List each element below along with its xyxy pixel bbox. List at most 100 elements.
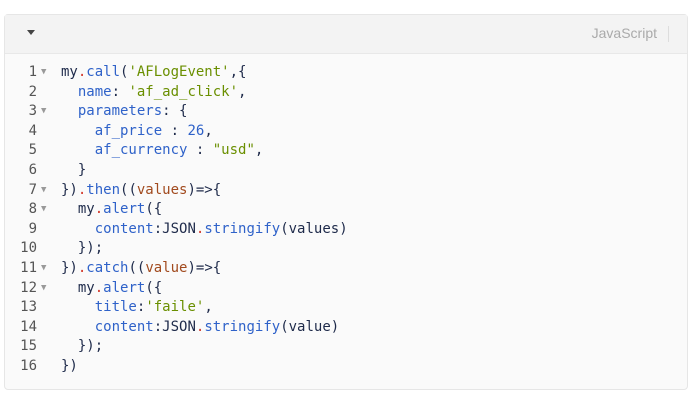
code-token (61, 142, 95, 158)
code-token: 'faile' (145, 299, 205, 316)
code-token: , (204, 299, 213, 316)
code-token (61, 319, 95, 335)
code-token: }); (61, 240, 104, 257)
code-token: )=>{ (187, 181, 222, 198)
code-token: alert (103, 201, 146, 218)
code-editor[interactable]: 1▼my.call('AFLogEvent',{2 name: 'af_ad_c… (5, 63, 348, 377)
code-token: catch (86, 259, 129, 276)
code-line: 4 af_price : 26, (5, 122, 348, 142)
line-number: 11 (20, 259, 37, 276)
code-token (61, 299, 95, 315)
fold-arrow-icon[interactable]: ▼ (41, 106, 47, 117)
line-number: 10 (20, 240, 37, 257)
code-token: my (61, 201, 95, 218)
fold-arrow-icon[interactable]: ▼ (41, 282, 47, 293)
code-text: my.alert({ (61, 200, 162, 220)
code-token: parameters (77, 103, 163, 120)
code-token: value (145, 259, 188, 276)
code-token: , (254, 142, 264, 159)
code-token: :JSON (153, 318, 196, 335)
code-token: name (77, 83, 112, 100)
code-token: , (238, 83, 247, 100)
line-number: 2 (28, 83, 37, 100)
code-token: } (61, 161, 87, 178)
code-token: : { (162, 103, 188, 120)
code-text: }).catch((value)=>{ (61, 259, 221, 279)
line-number: 3 (28, 103, 37, 120)
code-token (61, 103, 78, 119)
fold-arrow-icon[interactable]: ▼ (41, 184, 47, 195)
code-line: 11 ▼ }).catch((value)=>{ (5, 259, 348, 279)
code-token: call (86, 64, 121, 80)
code-token: (value) (280, 318, 340, 335)
code-token: ( (120, 64, 129, 80)
line-number: 15 (20, 338, 37, 355)
code-token: . (77, 181, 87, 198)
line-number: 8 (28, 201, 37, 218)
code-token: . (77, 64, 87, 80)
code-token: af_price (94, 122, 163, 139)
language-label: JavaScript (591, 25, 657, 41)
code-text: content:JSON.stringify(value) (61, 318, 339, 338)
code-token: my (61, 64, 78, 80)
line-number: 6 (28, 161, 37, 178)
code-token: }) (61, 259, 78, 276)
fold-arrow-icon[interactable]: ▼ (41, 262, 47, 273)
code-token: 'af_ad_click' (128, 83, 239, 100)
code-block-header: JavaScript (5, 15, 687, 54)
code-token: : (187, 142, 213, 159)
fold-arrow-icon[interactable]: ▼ (41, 67, 47, 77)
code-token: alert (103, 279, 146, 296)
line-number: 1 (28, 64, 37, 80)
code-token (61, 84, 78, 100)
line-number: 13 (20, 299, 37, 316)
code-text: my.alert({ (61, 279, 162, 299)
code-text: }).then((values)=>{ (61, 181, 221, 201)
line-number: 9 (28, 220, 37, 237)
line-number: 14 (20, 318, 37, 335)
line-number: 7 (28, 181, 37, 198)
code-token: }); (61, 338, 104, 355)
code-line: 3 ▼ parameters: { (5, 102, 348, 122)
code-token: values (136, 181, 188, 198)
line-number: 12 (20, 279, 37, 296)
code-line: 5 af_currency : "usd", (5, 141, 348, 161)
code-line: 8 ▼ my.alert({ (5, 200, 348, 220)
code-text: name: 'af_ad_click', (61, 83, 247, 103)
code-token: : (136, 299, 146, 316)
code-token: content (94, 220, 154, 237)
line-number: 5 (28, 142, 37, 159)
code-token: stringify (204, 220, 281, 237)
code-token: . (94, 201, 104, 218)
code-text: } (61, 161, 86, 181)
code-token: ,{ (229, 64, 247, 80)
code-token: (( (120, 181, 137, 198)
code-token: stringify (204, 318, 281, 335)
code-line: 10 }); (5, 239, 348, 259)
code-token: , (204, 122, 213, 139)
code-text: }); (61, 337, 103, 357)
code-line: 9 content:JSON.stringify(values) (5, 220, 348, 240)
code-token (61, 123, 95, 139)
caret-down-icon[interactable] (27, 30, 35, 35)
code-text: my.call('AFLogEvent',{ (61, 63, 246, 83)
code-line: 6 } (5, 161, 348, 181)
code-text: af_price : 26, (61, 122, 213, 142)
code-token: . (94, 279, 104, 296)
code-text: content:JSON.stringify(values) (61, 220, 348, 240)
code-text: }); (61, 239, 103, 259)
code-token: ({ (145, 201, 163, 218)
code-token: }) (61, 357, 78, 374)
code-token: :JSON (153, 220, 196, 237)
code-token: (values) (280, 220, 348, 237)
code-line: 7 ▼ }).then((values)=>{ (5, 181, 348, 201)
code-line: 2 name: 'af_ad_click', (5, 83, 348, 103)
line-number: 16 (20, 357, 37, 374)
code-line: 16}) (5, 357, 348, 377)
code-token: }) (61, 181, 78, 198)
code-token: 'AFLogEvent' (128, 64, 230, 80)
code-line: 13 title:'faile', (5, 298, 348, 318)
fold-arrow-icon[interactable]: ▼ (41, 204, 47, 215)
code-text: }) (61, 357, 78, 377)
code-token: "usd" (212, 142, 255, 159)
